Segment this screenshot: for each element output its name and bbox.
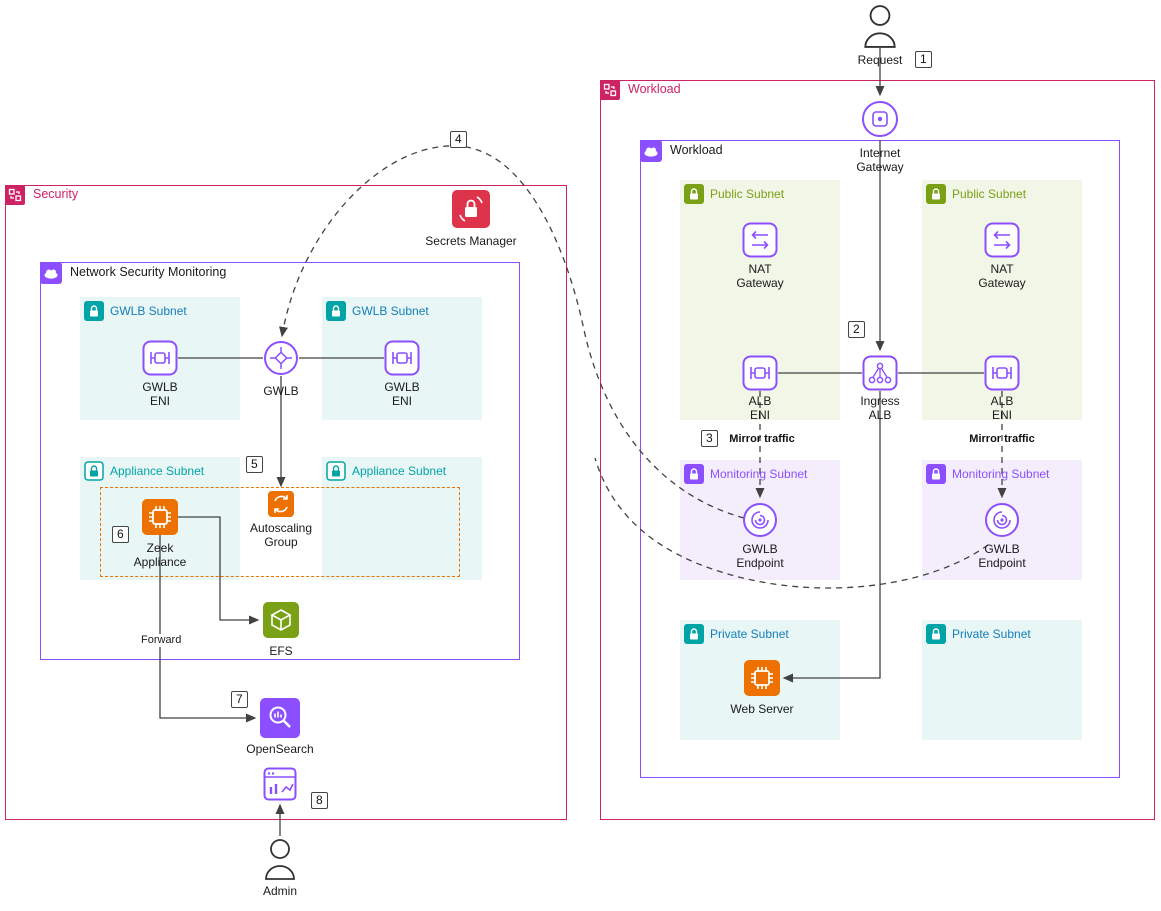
gwlb-icon <box>263 340 299 376</box>
request-label: Request <box>857 53 903 67</box>
step-badge-3: 3 <box>701 430 718 447</box>
request-person-icon <box>862 4 898 48</box>
public-subnet-left-label: Public Subnet <box>710 187 785 201</box>
step-badge-7: 7 <box>231 691 248 708</box>
mirror-traffic-right-label: Mirror traffic <box>969 433 1035 445</box>
opensearch-label: OpenSearch <box>246 742 314 756</box>
mirror-traffic-left-label: Mirror traffic <box>729 433 795 445</box>
gwlb-endpoint-left-label: GWLB Endpoint <box>736 542 784 571</box>
nat-gateway-right-label: NAT Gateway <box>978 262 1026 291</box>
lock-icon <box>684 624 704 644</box>
autoscaling-group-label: Autoscaling Group <box>249 521 313 550</box>
nsm-vpc-cloud-icon <box>40 262 62 284</box>
alb-eni-icon <box>984 355 1020 391</box>
efs-label: EFS <box>269 644 293 658</box>
autoscaling-group-boundary <box>100 487 460 577</box>
workload-vpc-cloud-icon <box>640 140 662 162</box>
gwlb-endpoint-icon <box>742 502 778 538</box>
step-badge-4: 4 <box>450 131 467 148</box>
alb-eni-left-label: ALB ENI <box>748 394 772 423</box>
opensearch-icon <box>260 698 300 738</box>
lock-icon <box>326 461 346 481</box>
admin-label: Admin <box>262 884 297 898</box>
gwlb-eni-right-label: GWLB ENI <box>384 380 420 409</box>
alb-eni-right-label: ALB ENI <box>990 394 1014 423</box>
dashboard-icon <box>263 767 297 801</box>
nsm-vpc-title: Network Security Monitoring <box>70 265 227 279</box>
autoscaling-group-icon <box>268 491 294 517</box>
gwlb-eni-icon <box>142 340 178 376</box>
private-subnet-right <box>922 620 1082 740</box>
lock-icon <box>684 184 704 204</box>
public-subnet-right-label: Public Subnet <box>952 187 1027 201</box>
efs-icon <box>263 602 299 638</box>
security-region-title: Security <box>33 187 79 201</box>
ingress-alb-label: Ingress ALB <box>860 394 900 423</box>
gwlb-eni-left-label: GWLB ENI <box>142 380 178 409</box>
nat-gateway-left-label: NAT Gateway <box>736 262 784 291</box>
forward-label: Forward <box>138 634 185 648</box>
lock-icon <box>926 184 946 204</box>
monitoring-subnet-left-label: Monitoring Subnet <box>710 467 808 481</box>
appliance-subnet-left-label: Appliance Subnet <box>110 464 205 478</box>
step-badge-6: 6 <box>112 526 129 543</box>
monitoring-subnet-right-label: Monitoring Subnet <box>952 467 1050 481</box>
gwlb-eni-icon <box>384 340 420 376</box>
step-badge-1: 1 <box>915 51 932 68</box>
gwlb-subnet-right-label: GWLB Subnet <box>352 304 429 318</box>
zeek-appliance-label: Zeek Appliance <box>133 541 187 570</box>
lock-icon <box>84 301 104 321</box>
gwlb-endpoint-icon <box>984 502 1020 538</box>
internet-gateway-label: Internet Gateway <box>856 146 904 175</box>
nat-gateway-icon <box>742 222 778 258</box>
step-badge-8: 8 <box>311 792 328 809</box>
gwlb-endpoint-right-label: GWLB Endpoint <box>978 542 1026 571</box>
web-server-icon <box>744 660 780 696</box>
appliance-subnet-right-label: Appliance Subnet <box>352 464 447 478</box>
gwlb-label: GWLB <box>263 384 299 398</box>
workload-region-icon <box>600 80 620 100</box>
private-subnet-right-label: Private Subnet <box>952 627 1031 641</box>
admin-person-icon <box>263 838 297 880</box>
alb-eni-icon <box>742 355 778 391</box>
lock-icon <box>684 464 704 484</box>
lock-icon <box>926 624 946 644</box>
step-badge-5: 5 <box>246 456 263 473</box>
web-server-label: Web Server <box>730 702 794 716</box>
secrets-manager-icon <box>452 190 490 228</box>
secrets-manager-label: Secrets Manager <box>425 234 517 248</box>
ingress-alb-icon <box>862 355 898 391</box>
workload-vpc-title: Workload <box>670 143 723 157</box>
step-badge-2: 2 <box>848 321 865 338</box>
lock-icon <box>926 464 946 484</box>
workload-region-title: Workload <box>628 82 681 96</box>
internet-gateway-icon <box>861 100 899 138</box>
zeek-appliance-icon <box>142 499 178 535</box>
nat-gateway-icon <box>984 222 1020 258</box>
security-region-icon <box>5 185 25 205</box>
lock-icon <box>84 461 104 481</box>
private-subnet-left-label: Private Subnet <box>710 627 789 641</box>
gwlb-subnet-left-label: GWLB Subnet <box>110 304 187 318</box>
lock-icon <box>326 301 346 321</box>
